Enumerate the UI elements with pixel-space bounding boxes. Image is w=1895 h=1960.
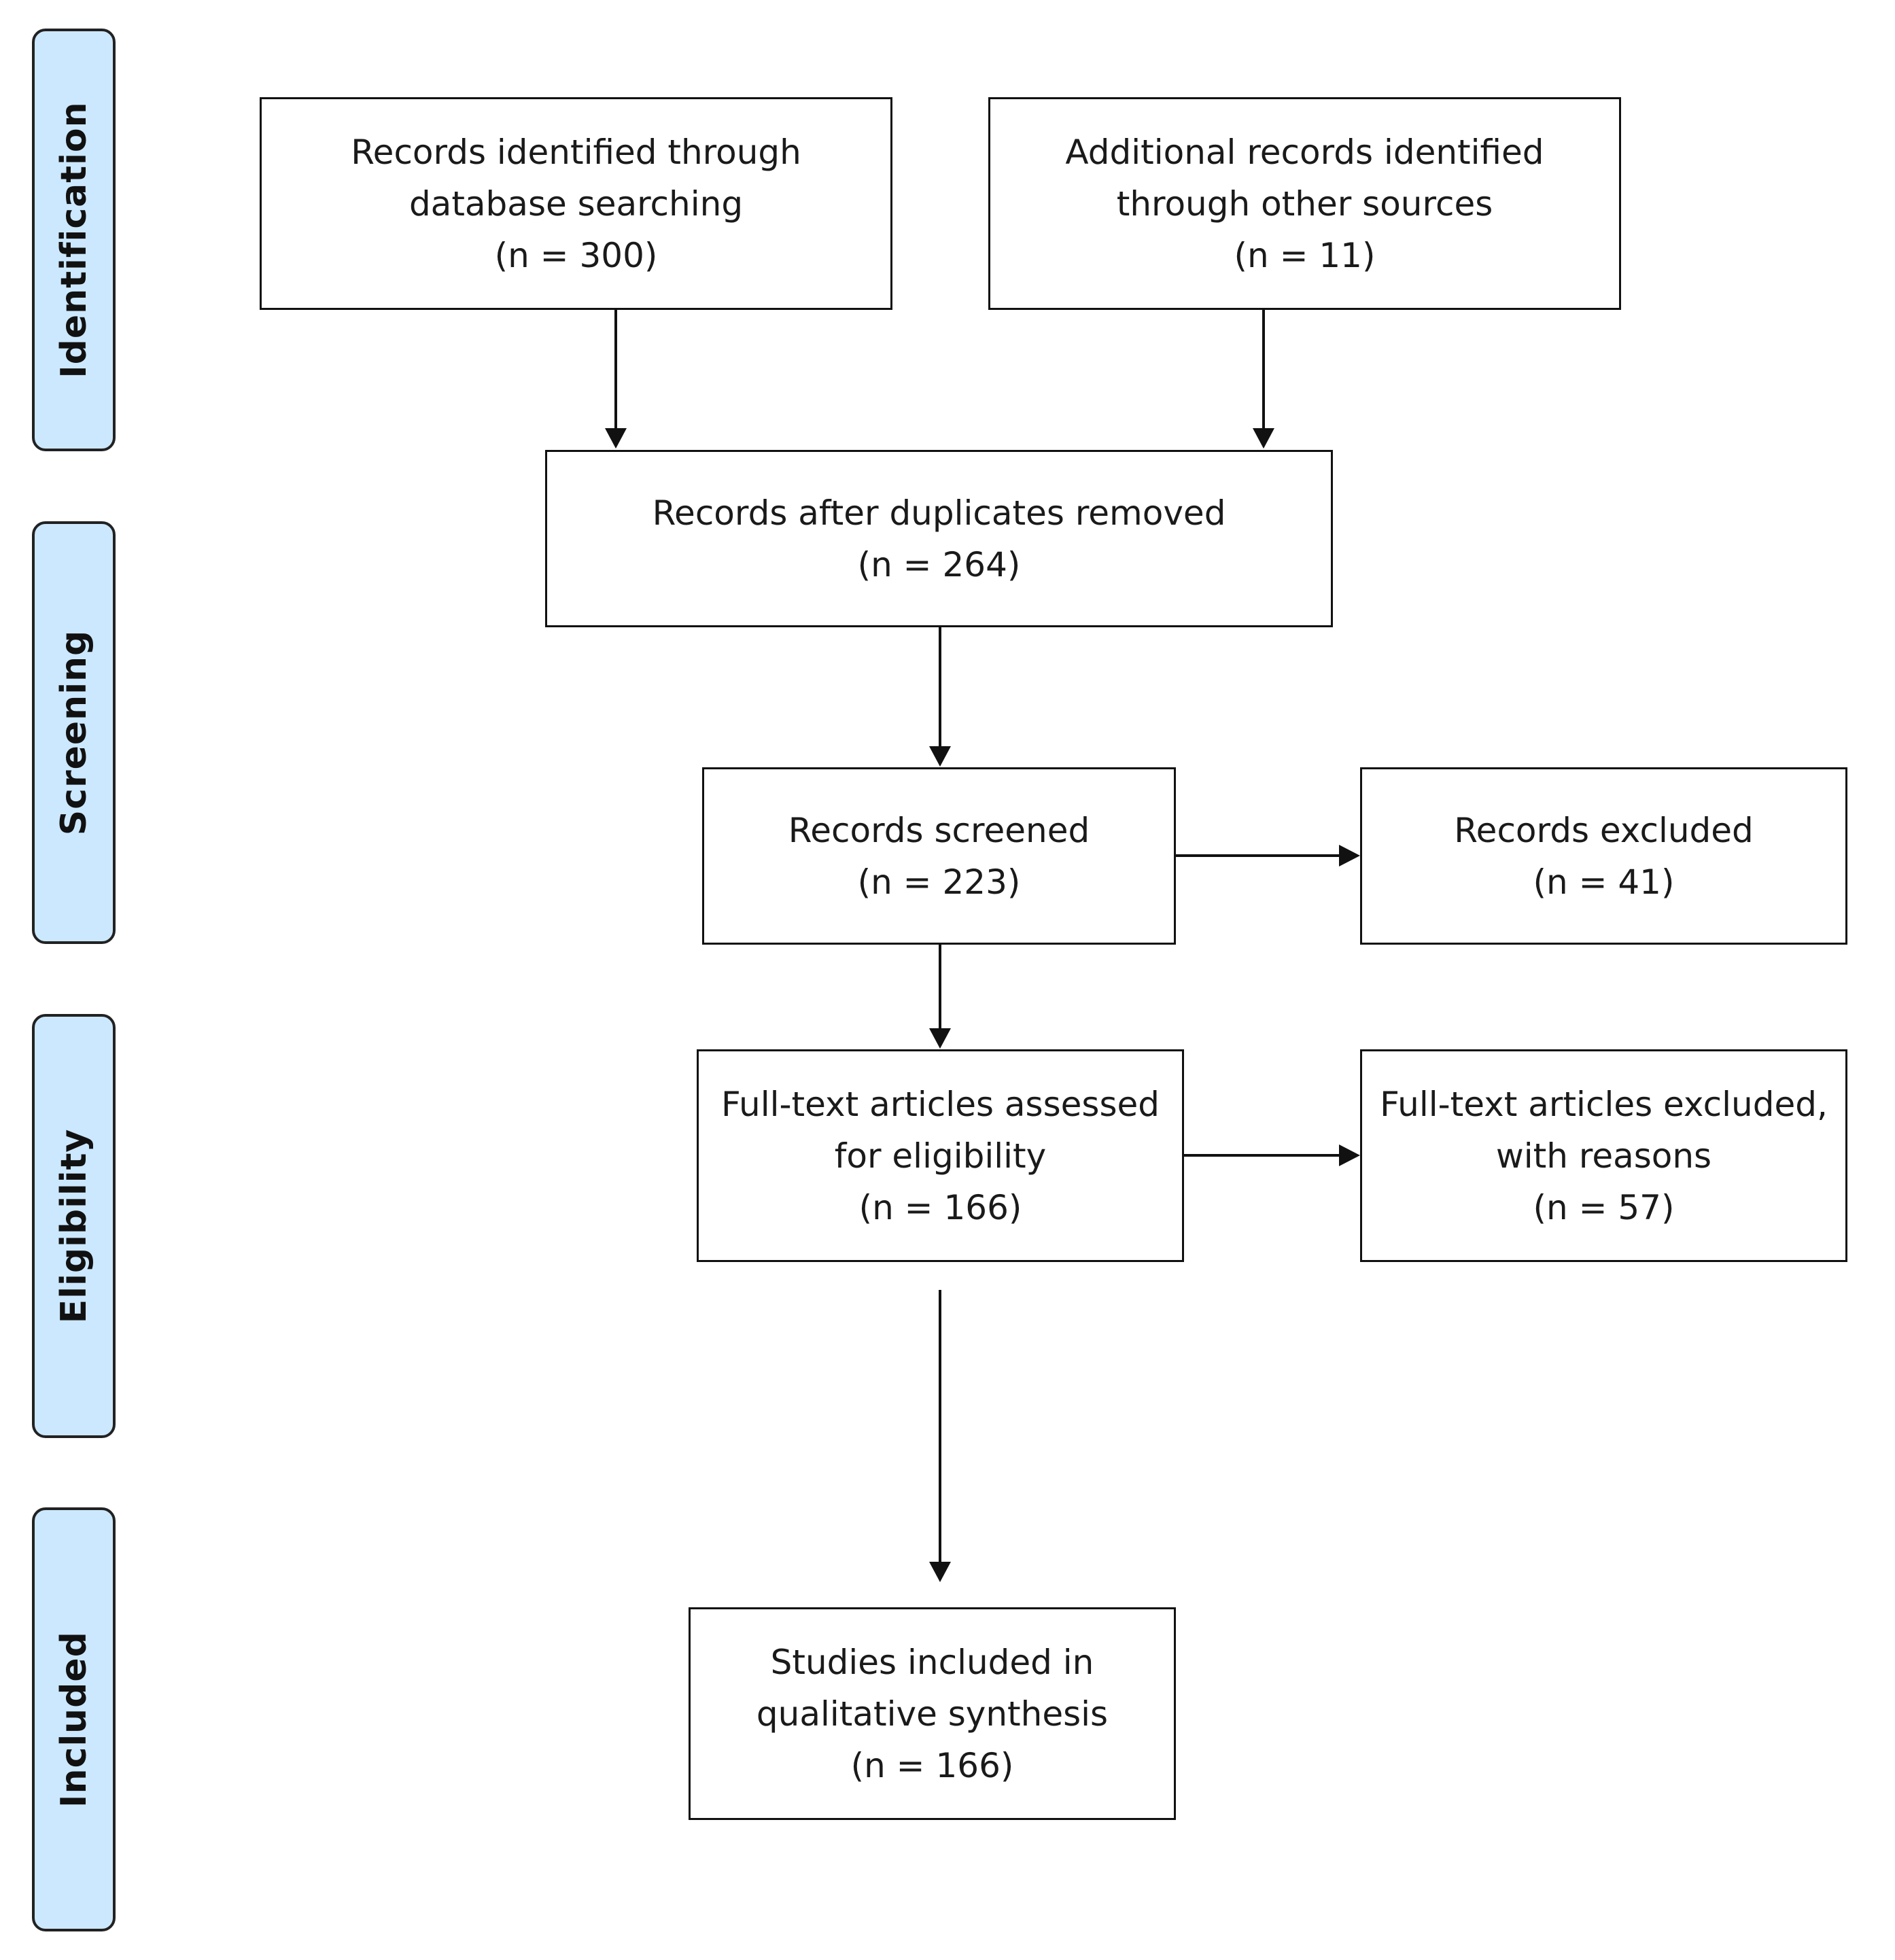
box-count: (n = 300): [494, 235, 658, 275]
arrowhead: [929, 746, 951, 767]
box-text: database searching: [408, 183, 744, 224]
arrowhead: [1253, 428, 1274, 449]
box-count: (n = 57): [1533, 1187, 1675, 1227]
box-text: Additional records identified: [1065, 132, 1544, 172]
box-fulltext-assessed: Full-text articles assessed for eligibil…: [697, 1049, 1184, 1262]
box-text: for eligibility: [834, 1136, 1047, 1176]
box-text: Records after duplicates removed: [652, 493, 1226, 533]
box-text: Studies included in: [770, 1642, 1094, 1682]
box-text: Records excluded: [1454, 810, 1754, 850]
box-text: with reasons: [1495, 1136, 1712, 1176]
arrowhead: [1339, 845, 1360, 867]
stage-eligibility: Eligibility: [32, 1014, 116, 1438]
box-studies-included: Studies included in qualitative synthesi…: [689, 1607, 1176, 1820]
box-text: qualitative synthesis: [756, 1694, 1109, 1734]
arrowhead: [929, 1028, 951, 1049]
box-count: (n = 223): [857, 862, 1021, 902]
arrowhead: [1339, 1144, 1360, 1166]
box-text: Records identified through: [351, 132, 801, 172]
box-records-screened: Records screened (n = 223): [702, 767, 1176, 945]
arrowhead: [929, 1562, 951, 1582]
box-count: (n = 166): [858, 1187, 1022, 1227]
box-other-sources: Additional records identified through ot…: [988, 97, 1621, 310]
box-duplicates-removed: Records after duplicates removed (n = 26…: [545, 450, 1333, 627]
box-count: (n = 264): [857, 544, 1021, 584]
stage-identification: Identification: [32, 29, 116, 451]
box-count: (n = 166): [850, 1745, 1014, 1785]
box-count: (n = 41): [1533, 862, 1675, 902]
stage-included: Included: [32, 1507, 116, 1931]
arrowhead: [605, 428, 627, 449]
box-text: Full-text articles excluded,: [1380, 1084, 1828, 1124]
box-fulltext-excluded: Full-text articles excluded, with reason…: [1360, 1049, 1847, 1262]
box-database-records: Records identified through database sear…: [260, 97, 892, 310]
box-text: Full-text articles assessed: [721, 1084, 1160, 1124]
stage-screening: Screening: [32, 521, 116, 944]
box-count: (n = 11): [1234, 235, 1376, 275]
box-records-excluded: Records excluded (n = 41): [1360, 767, 1847, 945]
box-text: Records screened: [788, 810, 1090, 850]
box-text: through other sources: [1116, 183, 1493, 224]
